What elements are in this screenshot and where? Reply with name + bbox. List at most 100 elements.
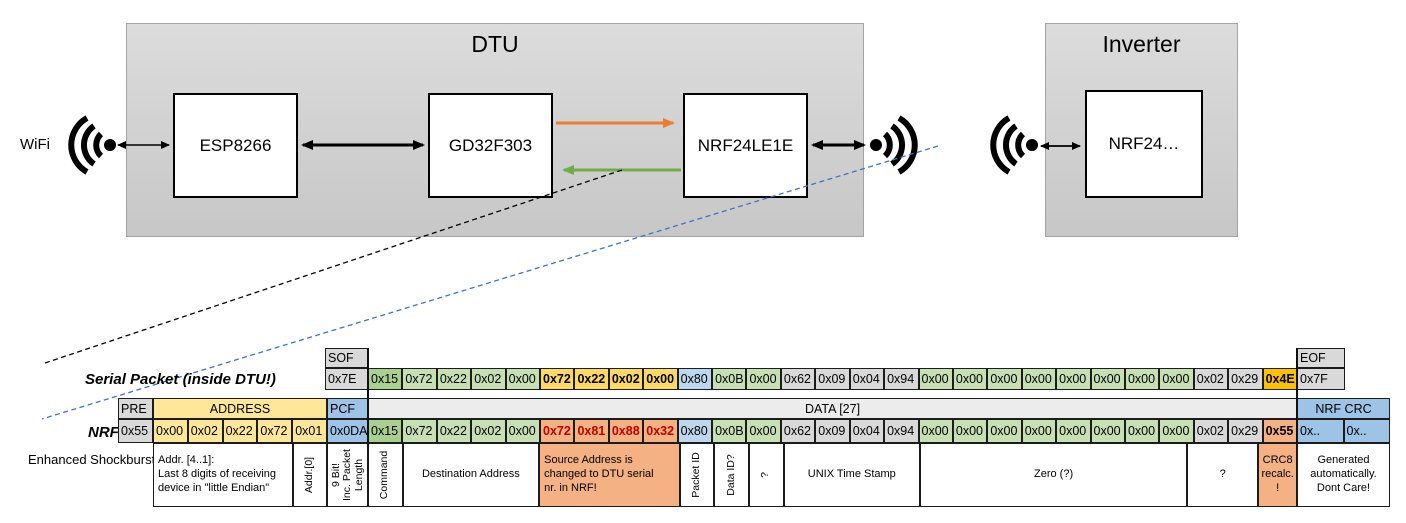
annotation-cell-text: 9 Bit! Inc. Packet Length — [329, 449, 364, 501]
nrf-address-byte-cell: 0x72 — [257, 419, 293, 443]
serial-byte-cell: 0x00 — [1090, 368, 1125, 390]
annotation-cell: ? — [1187, 443, 1259, 507]
serial-byte-cell: 0x80 — [677, 368, 713, 390]
serial-byte-cell: 0x02 — [471, 368, 506, 390]
nrf-address-byte-cell: 0x00 — [153, 419, 188, 443]
nrf-byte-cell: 0x00 — [1124, 419, 1160, 443]
enhanced-shockburst-label: Enhanced Shockburst — [28, 452, 156, 467]
wifi-icon-dtu-radio — [870, 115, 918, 175]
annotation-cell-text: Command — [378, 450, 391, 500]
serial-byte-cell: 0x00 — [1124, 368, 1160, 390]
nrf-byte-cell: 0x00 — [1021, 419, 1057, 443]
nrf-packet-dashed-connector — [41, 145, 939, 420]
nrf-byte-cell: 0x80 — [677, 419, 713, 443]
nrf-byte-cell: 0x81 — [574, 419, 609, 443]
nrf-byte-cell: 0x00 — [918, 419, 953, 443]
nrf-byte-cell: 0x32 — [643, 419, 678, 443]
nrf-byte-cell: 0x29 — [1228, 419, 1263, 443]
nrf-byte-cell: 0x00 — [746, 419, 781, 443]
serial-byte-cell: 0x00 — [643, 368, 678, 390]
annotation-cell: Destination Address — [402, 443, 540, 507]
annotation-cell-text: Packet ID — [690, 452, 703, 498]
serial-byte-cell: 0x94 — [884, 368, 919, 390]
annotation-cell-text: ? — [759, 472, 772, 478]
nrf-byte-cell: 0x62 — [780, 419, 816, 443]
esp8266-label: ESP8266 — [199, 135, 272, 155]
annotation-cell: 9 Bit! Inc. Packet Length — [327, 443, 368, 507]
inverter-title: Inverter — [1102, 31, 1181, 57]
serial-packet-dashed-connector — [44, 169, 623, 364]
annotation-row-crc: Generated automatically. Dont Care! — [1297, 443, 1390, 507]
nrf-address-byte-cell: 0x22 — [222, 419, 258, 443]
nrf24le1e-box: NRF24LE1E — [683, 93, 808, 198]
serial-byte-cell: 0x00 — [1021, 368, 1057, 390]
nrf-crc-byte-cell: 0x.. — [1297, 419, 1344, 443]
nrf-byte-cell: 0x94 — [884, 419, 919, 443]
data-header-cell: DATA [27] — [368, 398, 1297, 419]
annotation-row-pre: Addr. [4..1]: Last 8 digits of receiving… — [153, 443, 368, 507]
annotation-cell: Addr.[0] — [293, 443, 327, 507]
esp8266-box: ESP8266 — [173, 93, 298, 198]
sof-header-cell: SOF — [325, 348, 368, 368]
wifi-icon-left — [68, 115, 116, 175]
annotation-cell: CRC8 recalc. ! — [1258, 443, 1297, 507]
nrf-byte-cell: 0x72 — [402, 419, 437, 443]
serial-byte-cell: 0x00 — [952, 368, 988, 390]
dtu-title: DTU — [471, 31, 519, 57]
annotation-cell: Generated automatically. Dont Care! — [1297, 443, 1390, 507]
serial-byte-cell: 0x00 — [505, 368, 541, 390]
nrf-address-byte-cell: 0x02 — [187, 419, 223, 443]
serial-byte-cell: 0x62 — [780, 368, 816, 390]
address-header-cell: ADDRESS — [153, 398, 327, 419]
nrf24le1e-label: NRF24LE1E — [697, 135, 794, 155]
nrf-byte-cell: 0x09 — [815, 419, 850, 443]
nrf-byte-cell: 0x02 — [471, 419, 506, 443]
nrf-byte-cell: 0x02 — [1193, 419, 1229, 443]
inverter-nrf24-box: NRF24… — [1085, 90, 1203, 198]
serial-byte-cell: 0x0B — [712, 368, 747, 390]
annotation-cell: ? — [748, 443, 784, 507]
serial-byte-cell: 0x15 — [368, 368, 403, 390]
inverter-nrf24-label: NRF24… — [1108, 134, 1180, 153]
nrf-byte-cell: 0x00 — [505, 419, 541, 443]
serial-byte-cell: 0x22 — [574, 368, 609, 390]
nrf-byte-cell: 0x72 — [540, 419, 575, 443]
annotation-cell: Zero (?) — [920, 443, 1188, 507]
serial-byte-cell: 0x00 — [918, 368, 953, 390]
annotation-cell: Packet ID — [679, 443, 715, 507]
serial-byte-cell: 0x02 — [1193, 368, 1229, 390]
serial-byte-cell: 0x72 — [540, 368, 575, 390]
gd32f303-box: GD32F303 — [428, 93, 553, 198]
eof-value-cell: 0x7F — [1297, 368, 1345, 390]
nrf-byte-cell: 0x04 — [849, 419, 885, 443]
serial-byte-cell: 0x00 — [746, 368, 781, 390]
nrf-address-byte-cell: 0x01 — [292, 419, 327, 443]
annotation-cell: UNIX Time Stamp — [783, 443, 921, 507]
serial-byte-cell: 0x04 — [849, 368, 885, 390]
data-region-left-boundary — [366, 348, 369, 443]
annotation-cell: Addr. [4..1]: Last 8 digits of receiving… — [153, 443, 293, 507]
nrf-byte-cell: 0x00 — [952, 419, 988, 443]
serial-byte-cell: 0x22 — [436, 368, 472, 390]
nrf-byte-cell: 0x22 — [436, 419, 472, 443]
serial-byte-cell: 0x02 — [608, 368, 644, 390]
pre-value-cell: 0x55 — [118, 419, 153, 443]
nrf-byte-cell: 0x00 — [1056, 419, 1091, 443]
wifi-label: WiFi — [20, 136, 50, 153]
serial-byte-cell: 0x4E — [1262, 368, 1297, 390]
nrf-byte-cell: 0x00 — [1159, 419, 1194, 443]
nrf-byte-cell: 0x00 — [1090, 419, 1125, 443]
gd32f303-label: GD32F303 — [448, 135, 533, 155]
nrf-crc-row: 0x..0x.. — [1297, 419, 1390, 443]
annotation-cell: Data ID? — [714, 443, 749, 507]
serial-packet-label: Serial Packet (inside DTU!) — [85, 371, 276, 388]
data-region-right-boundary — [1295, 348, 1298, 443]
wifi-icon-inverter-radio — [990, 115, 1038, 175]
nrf-crc-header-cell: NRF CRC — [1297, 398, 1390, 419]
annotation-cell-text: Addr.[0] — [303, 456, 316, 494]
nrf-byte-cell: 0x00 — [987, 419, 1022, 443]
